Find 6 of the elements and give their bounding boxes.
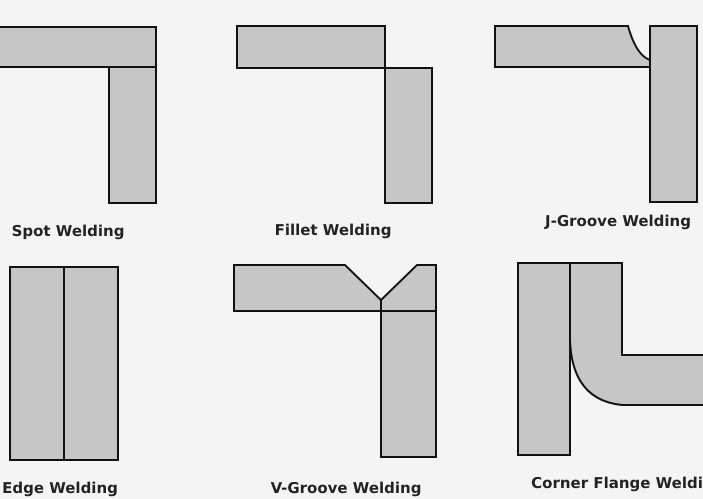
joint-label: Edge Welding — [2, 479, 118, 497]
joint-label: Fillet Welding — [274, 221, 392, 239]
joint-label: V-Groove Welding — [270, 479, 422, 497]
joint-label: Spot Welding — [12, 222, 124, 240]
joint-label: Corner Flange Weldi — [531, 474, 703, 492]
joint-label: J-Groove Welding — [545, 212, 691, 230]
